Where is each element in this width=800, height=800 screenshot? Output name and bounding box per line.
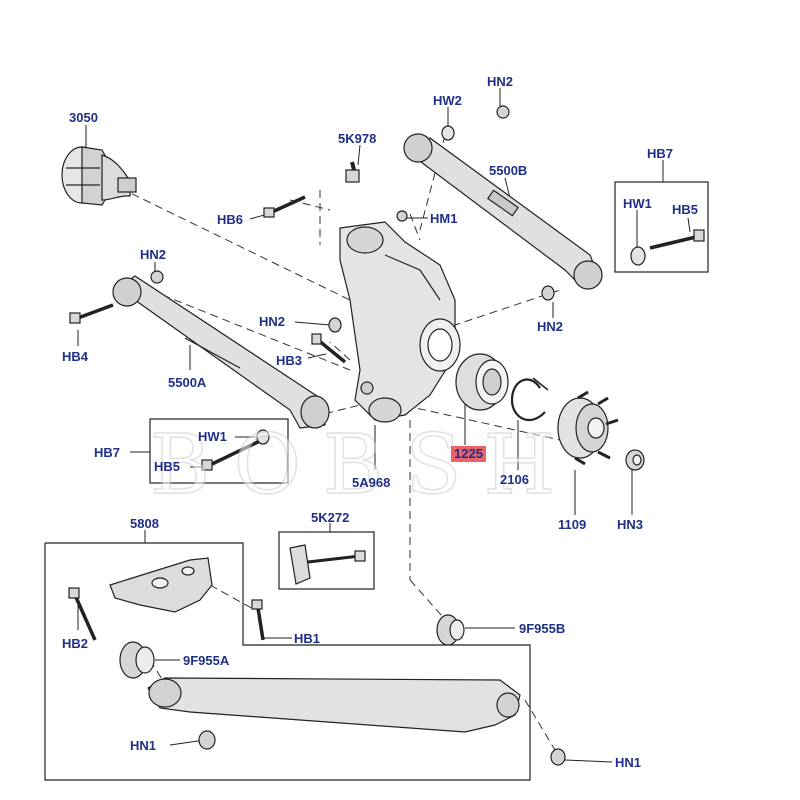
wheel-hub-1109 [557,390,619,466]
label-1109: 1109 [558,517,587,532]
snap-ring-2106 [510,378,546,422]
knuckle-5a968 [339,221,461,423]
bracket-5808 [109,557,213,613]
label-hn2-mid: HN2 [259,314,286,329]
wheel-bearing-1225 [455,353,509,411]
label-5k272: 5K272 [311,510,350,525]
label-1225: 1225 [451,446,486,462]
label-hn3: HN3 [617,517,644,532]
label-hn2-top: HN2 [487,74,514,89]
label-9f955a: 9F955A [183,653,230,668]
label-hb6: HB6 [217,212,244,227]
label-hw1-left: HW1 [198,429,227,444]
label-5k978: 5K978 [338,131,377,146]
label-9f955b: 9F955B [519,621,566,636]
upper-arm-5500b [403,133,603,290]
watermark: BOBSH [149,417,577,514]
label-hn2-right: HN2 [537,319,564,334]
label-hb5-left: HB5 [154,459,181,474]
bolts [68,161,705,641]
label-hw1-right: HW1 [623,196,652,211]
label-hb7-left: HB7 [94,445,121,460]
label-hb2: HB2 [62,636,89,651]
washers-and-nuts [150,105,646,766]
l5808-bracket-outline [44,542,531,781]
lower-rear-arm [147,677,521,733]
label-hn1-left: HN1 [130,738,157,753]
label-hb5-right: HB5 [672,202,699,217]
label-hb3: HB3 [276,353,303,368]
label-5808: 5808 [130,516,159,531]
label-3050: 3050 [69,110,98,125]
drive-shaft-joint-3050 [61,146,137,206]
nut-hn3-part [625,449,645,471]
bushing-9f955b-part [436,614,465,646]
label-hb7-right: HB7 [647,146,674,161]
label-hn1-right: HN1 [615,755,642,770]
label-5500a: 5500A [168,375,207,390]
label-2106: 2106 [500,472,529,487]
label-hb1: HB1 [294,631,321,646]
lower-arm-5500a [112,275,330,429]
label-5a968: 5A968 [352,475,391,490]
hb7-left-box [149,418,289,484]
label-hw2: HW2 [433,93,462,108]
bushing-9f955a-part [119,641,155,679]
k5272-box [278,531,375,590]
label-hn2-left: HN2 [140,247,167,262]
bracket-5k272 [289,544,366,585]
label-5500b: 5500B [489,163,528,178]
hb7-right-box [614,181,709,273]
label-hm1: HM1 [430,211,458,226]
label-hb4: HB4 [62,349,89,364]
